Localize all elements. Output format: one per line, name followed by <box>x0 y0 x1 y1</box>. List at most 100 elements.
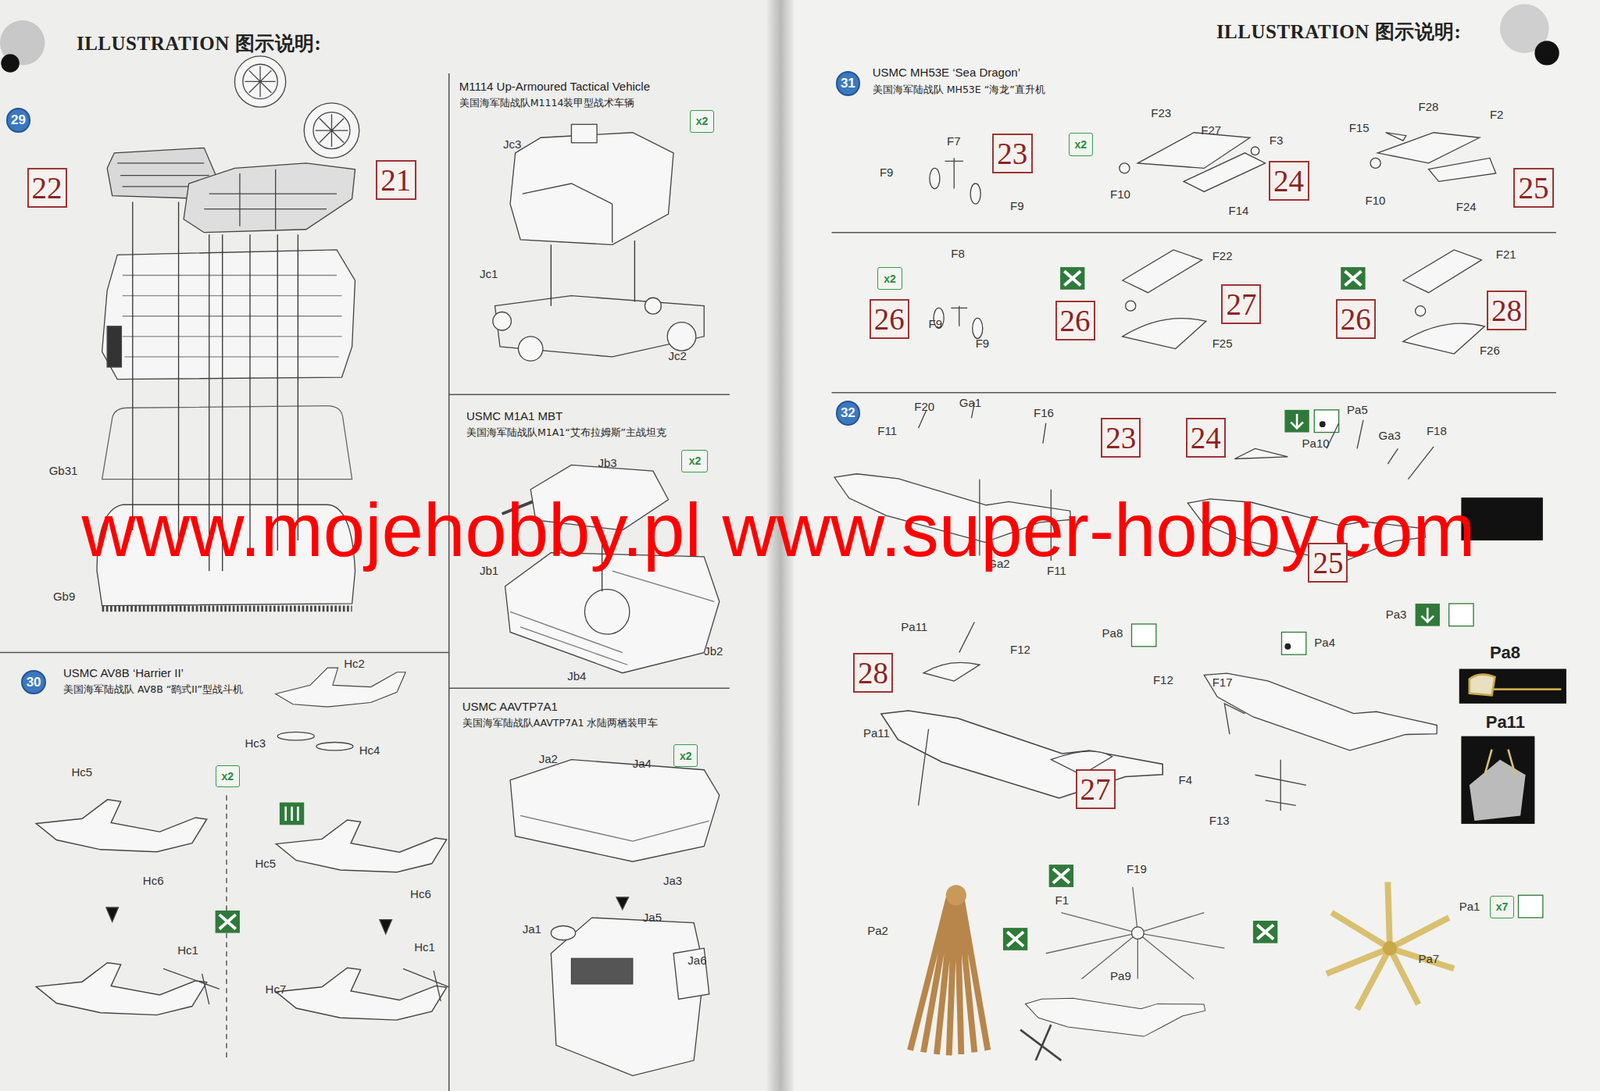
drawing-path <box>244 66 275 97</box>
drawing-path <box>1064 271 1081 286</box>
part-name: Ja3 <box>663 874 683 888</box>
drawing-path <box>944 157 964 189</box>
drawing-rect <box>107 326 122 368</box>
section-title-cn: 美国海军陆战队 MH53E “海龙”直升机 <box>872 83 1046 97</box>
part-name: Ja1 <box>522 922 542 936</box>
callout-number: 21 <box>375 160 417 200</box>
node-text: x7 <box>1496 900 1509 914</box>
part-name: Pa11 <box>1485 712 1525 733</box>
node-text: 27 <box>1225 286 1257 322</box>
drawing-circle <box>1284 643 1291 650</box>
part-name: F24 <box>1456 200 1477 214</box>
part-name: F9 <box>1010 199 1025 213</box>
callout-number: 23 <box>992 133 1033 174</box>
callout-number: 26 <box>869 299 910 340</box>
part-name: Ja5 <box>642 910 662 925</box>
drawing-path <box>1326 882 1454 1010</box>
node-text: 31 <box>840 75 856 92</box>
section-title-cn: 美国海军陆战队M1114装甲型战术车辆 <box>459 96 636 111</box>
aavp7-drawing <box>510 760 720 1077</box>
quantity-box: x7 <box>1489 896 1515 919</box>
step-number: 30 <box>21 670 46 695</box>
part-name: Jb4 <box>567 669 586 683</box>
drawing-circle <box>584 589 629 635</box>
section-dividers <box>0 73 1557 1091</box>
callout-number: 28 <box>1486 290 1527 331</box>
part-name: F21 <box>1496 247 1517 261</box>
section-title: USMC MH53E ‘Sea Dragon’ <box>872 65 1021 79</box>
callout-number: 25 <box>1307 542 1348 583</box>
drawing-ellipse <box>929 167 940 189</box>
drawing-path <box>520 815 710 842</box>
node-text: 24 <box>1190 420 1222 456</box>
part-name: Jc1 <box>479 267 498 281</box>
part-name: Hc6 <box>410 887 432 901</box>
node-text: 26 <box>1060 303 1091 339</box>
drawing-rect <box>1049 864 1074 888</box>
drawing-path <box>1234 448 1288 459</box>
part-name: Ja4 <box>632 757 652 771</box>
part-name: Pa7 <box>1418 952 1440 966</box>
part-name: F13 <box>1209 814 1230 828</box>
drawing-rect <box>1281 632 1306 655</box>
drawing-circle <box>946 885 967 906</box>
section-title: USMC AV8B ‘Harrier II’ <box>63 666 184 680</box>
node-text: 27 <box>1080 771 1111 808</box>
callout-number: 23 <box>1100 417 1141 458</box>
drawing-rect <box>571 124 597 143</box>
drawing-circle <box>234 56 286 108</box>
node-text: x2 <box>689 454 702 468</box>
section-title: USMC AAVTP7A1 <box>462 700 558 714</box>
part-name: Hc2 <box>343 657 365 671</box>
drawing-path <box>510 571 715 665</box>
part-name: F9 <box>879 165 894 179</box>
drawing-path <box>1290 414 1304 429</box>
drawing-circle <box>518 336 543 361</box>
drawing-path <box>315 114 349 147</box>
part-name: Hc4 <box>359 743 381 758</box>
drawing-circle <box>644 297 661 315</box>
paint-icons <box>215 267 1543 951</box>
drawing-use <box>1022 974 1207 1050</box>
drawing-circle <box>1534 40 1559 65</box>
drawing-path <box>1377 132 1480 164</box>
drawing-path <box>183 163 355 233</box>
drawing-rect <box>1060 267 1085 290</box>
section-title-cn: 美国海军陆战队M1A1“艾布拉姆斯”主战坦克 <box>466 426 667 440</box>
part-name: Ja6 <box>687 953 707 968</box>
drawing-circle <box>303 103 360 159</box>
node-text: x2 <box>679 750 693 763</box>
part-name: F12 <box>1010 642 1031 657</box>
page-header: ILLUSTRATION 图示说明: <box>1216 18 1461 45</box>
drawing-path <box>510 132 674 246</box>
quantity-box: x2 <box>877 267 902 290</box>
part-name: F25 <box>1212 336 1233 350</box>
drawing-circle <box>1319 421 1326 428</box>
step-number: 29 <box>6 107 31 133</box>
drawing-path <box>1020 1025 1061 1061</box>
drawing-rect <box>1449 603 1474 627</box>
node-text: x2 <box>221 770 234 783</box>
part-name: F23 <box>1150 106 1172 120</box>
callout-number: 27 <box>1221 284 1261 325</box>
part-name: F9 <box>928 317 943 331</box>
drawing-path <box>285 807 299 822</box>
part-name: Hc1 <box>414 940 436 954</box>
part-name: F10 <box>1110 187 1131 201</box>
drawing-g <box>1326 882 1454 1010</box>
part-name: F8 <box>950 246 965 261</box>
part-name: Pa2 <box>867 924 889 938</box>
drawing-ellipse <box>277 732 315 740</box>
quantity-box: x2 <box>681 450 708 473</box>
section-title-cn: 美国海军陆战队AAVTP7A1 水陆两栖装甲车 <box>462 717 659 731</box>
drawing-use <box>33 790 208 865</box>
drawing-circle <box>1131 927 1144 940</box>
drawing-path <box>1469 760 1526 822</box>
page-header: ILLUSTRATION 图示说明: <box>76 30 322 57</box>
part-name: Gb9 <box>53 589 75 604</box>
part-name: Jb3 <box>597 456 617 470</box>
section-title-cn: 美国海军陆战队 AV8B “鹞式II”型战斗机 <box>63 683 243 697</box>
drawing-ellipse <box>972 317 983 339</box>
part-name: F19 <box>1126 862 1147 876</box>
